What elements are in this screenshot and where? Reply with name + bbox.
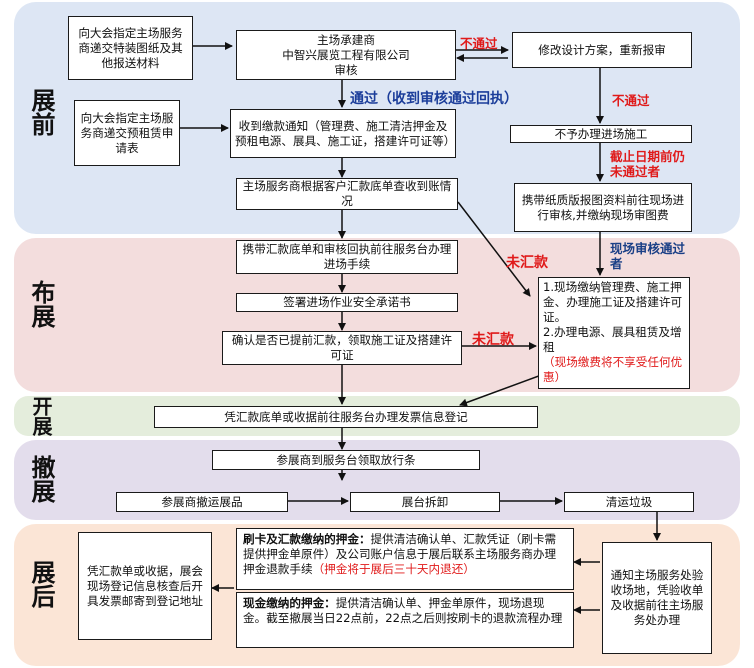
box-no-entry-construction: 不予办理进场施工 [510, 125, 692, 143]
box-card-deposit: 刷卡及汇款缴纳的押金：提供清洁确认单、汇款凭证（刷卡需提供押金单原件）及公司账户… [236, 528, 574, 590]
label-not-passed-2: 不通过 [612, 93, 650, 108]
box-clean-garbage: 清运垃圾 [564, 492, 694, 512]
label-not-remitted-2: 未汇款 [472, 332, 514, 348]
cash-deposit-title: 现金缴纳的押金： [243, 596, 336, 610]
box-notify-deposit: 通知主场服务处验收场地，凭验收单及收据前往主场服务处办理 [602, 542, 712, 654]
box-confirm-remit: 确认是否已提前汇款，领取施工证及搭建许可证 [222, 331, 462, 365]
card-deposit-note: （押金将于展后三十天内退还） [312, 562, 475, 576]
stage-label-pre: 展前 [24, 88, 58, 143]
box-revise-design: 修改设计方案，重新报审 [512, 32, 692, 68]
box-onsite-review: 携带纸质版报图资料前往现场进行审核,并缴纳现场审图费 [514, 183, 692, 232]
box-dismantle-booth: 展台拆卸 [350, 492, 500, 512]
box-check-receipt: 主场服务商根据客户汇款底单查收到账情况 [236, 178, 458, 210]
box-invoice-register: 凭汇款底单或收据前往服务台办理发票信息登记 [154, 406, 538, 428]
arrow-check-to-onsitepay [457, 201, 531, 297]
box-submit-rental: 向大会指定主场服务商递交预租赁申请表 [74, 100, 180, 166]
box-main-contractor-review: 主场承建商 中智兴展览工程有限公司 审核 [236, 30, 456, 80]
stage-label-pre-text: 展前 [27, 88, 56, 136]
card-deposit-title: 刷卡及汇款缴纳的押金： [243, 532, 371, 546]
box-remove-exhibits: 参展商撤运展品 [116, 492, 288, 512]
box-receive-payment-notice: 收到缴款通知（管理费、施工清洁押金及预租电源、展具、施工证，搭建许可证等） [230, 109, 456, 158]
label-not-passed-1: 不通过 [460, 36, 498, 51]
stage-label-post: 展后 [24, 560, 58, 615]
stage-label-teardown-text: 撤展 [27, 455, 56, 503]
box-submit-drawings: 向大会指定主场服务商递交特装图纸及其他报送材料 [68, 16, 193, 80]
card-deposit-body: 提供清洁确认单、汇款凭证（刷卡需提供押金单原件）及公司账户信息于展后联系主场服务… [243, 532, 557, 576]
box-cash-deposit: 现金缴纳的押金：提供清洁确认单、押金单原件，现场退现金。截至撤展当日22点前，2… [236, 592, 574, 648]
cash-deposit-body: 提供清洁确认单、押金单原件，现场退现金。截至撤展当日22点前，22点之后则按刷卡… [243, 596, 563, 625]
stage-label-setup-text: 布展 [27, 280, 56, 328]
label-onsite-passed: 现场审核通过者 [610, 241, 686, 271]
onsite-pay-note: （现场缴费将不享受任何优惠） [543, 355, 683, 384]
stage-label-teardown: 撤展 [24, 455, 58, 510]
onsite-pay-item-2: 2.办理电源、展具租赁及增租 [543, 325, 682, 354]
label-passed: 通过（收到审核通过回执） [350, 91, 518, 107]
stage-label-open: 开展 [24, 396, 58, 439]
label-deadline-fail: 截止日期前仍未通过者 [610, 149, 686, 179]
label-not-remitted-1: 未汇款 [506, 255, 548, 271]
box-entry-procedures: 携带汇款底单和审核回执前往服务台办理进场手续 [236, 240, 458, 274]
box-sign-commitment: 签署进场作业安全承诺书 [236, 293, 458, 312]
box-onsite-pay: 1.现场缴纳管理费、施工押金、办理施工证及搭建许可证。 2.办理电源、展具租赁及… [538, 277, 690, 389]
stage-label-post-text: 展后 [27, 560, 56, 608]
box-release-pass: 参展商到服务台领取放行条 [212, 450, 480, 470]
box-mail-invoice: 凭汇款单或收据，展会现场登记信息核查后开具发票邮寄到登记地址 [78, 532, 212, 640]
stage-label-open-text: 开展 [29, 396, 53, 436]
stage-label-setup: 布展 [24, 280, 58, 335]
onsite-pay-item-1: 1.现场缴纳管理费、施工押金、办理施工证及搭建许可证。 [543, 280, 683, 324]
